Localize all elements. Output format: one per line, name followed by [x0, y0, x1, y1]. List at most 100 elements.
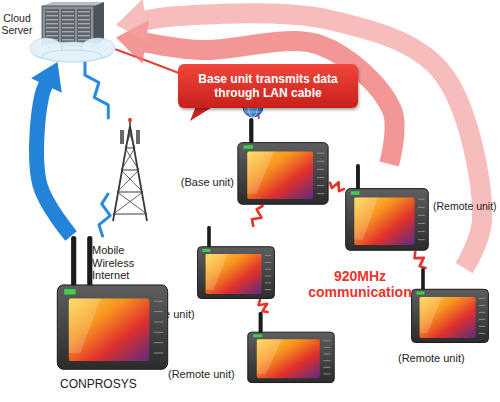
- radio-link: [414, 252, 425, 268]
- vent-slot: [154, 321, 163, 322]
- vent-slot: [317, 177, 325, 178]
- status-lamp: [202, 249, 210, 252]
- dev-drawing: [410, 268, 490, 344]
- tower-strut: [113, 214, 146, 215]
- vent-slot: [479, 319, 485, 320]
- tower-drawing: [108, 118, 152, 222]
- tower-beacon: [128, 118, 132, 122]
- arrow-head: [31, 62, 62, 93]
- vent-slot: [479, 326, 485, 327]
- status-lamp: [64, 289, 76, 294]
- front-panel: [206, 254, 262, 294]
- rack-slot: [78, 35, 90, 36]
- arrow-head: [116, 0, 149, 43]
- device-body: [412, 289, 489, 342]
- tower-strut: [117, 192, 143, 193]
- vent-slot: [418, 231, 425, 232]
- antenna: [356, 164, 360, 190]
- rack-slot: [62, 35, 74, 36]
- vent-slot: [323, 340, 330, 341]
- rack-slot: [62, 11, 74, 12]
- cell-tower: Mobile Wireless Internet: [108, 118, 152, 222]
- status-lamp: [351, 191, 360, 195]
- rack-slot: [62, 23, 74, 24]
- rack-slot: [78, 23, 90, 24]
- front-panel: [257, 339, 320, 378]
- vent-slot: [323, 360, 330, 361]
- tower-strut: [117, 170, 139, 192]
- vent-slot: [265, 282, 271, 283]
- vent-slot: [154, 342, 163, 343]
- tower-strut: [121, 170, 143, 192]
- dev-drawing: [246, 312, 336, 384]
- vent-slot: [154, 301, 163, 302]
- dev-drawing: [236, 118, 330, 206]
- vent-slot: [154, 352, 163, 353]
- vent-slot: [154, 332, 163, 333]
- radio-link: [252, 206, 263, 226]
- remote-unit: (Remote unit): [344, 164, 430, 252]
- status-lamp: [416, 292, 424, 295]
- cloud-server: Cloud Server: [28, 0, 116, 62]
- callout-text: Base unit transmits data through LAN cab…: [184, 72, 352, 101]
- antenna: [421, 268, 425, 291]
- rack-slot: [46, 35, 58, 36]
- rack-slot: [62, 15, 74, 16]
- wireless-link: [99, 194, 110, 236]
- connector-group: [414, 252, 425, 268]
- dev-drawing: [344, 164, 430, 252]
- callout-box: Base unit transmits data through LAN cab…: [178, 64, 358, 108]
- vent-slot: [317, 193, 325, 194]
- device-body: [238, 143, 328, 205]
- connector-group: [252, 206, 263, 226]
- vent-slot: [317, 161, 325, 162]
- vent-slot: [265, 262, 271, 263]
- connector-group: [259, 300, 268, 312]
- rack-slot: [46, 31, 58, 32]
- front-panel: [69, 299, 150, 362]
- rack-slot: [78, 19, 90, 20]
- vent-slot: [418, 223, 425, 224]
- antenna: [249, 118, 253, 144]
- front-panel: [354, 197, 414, 245]
- connector-group: [99, 194, 110, 236]
- server-rack: [61, 9, 75, 43]
- node-label: Cloud Server: [0, 12, 34, 36]
- vent-slot: [418, 239, 425, 240]
- rack-slot: [78, 15, 90, 16]
- panel-gloss: [69, 299, 101, 353]
- vent-slot: [317, 153, 325, 154]
- panel-gloss: [420, 297, 442, 333]
- rack-slot: [62, 31, 74, 32]
- remote-unit: (Remote unit): [196, 226, 276, 300]
- server-top: [42, 2, 104, 6]
- vent-slot: [418, 215, 425, 216]
- vent-slot: [418, 199, 425, 200]
- rack-slot: [46, 23, 58, 24]
- node-label: (Base unit): [170, 176, 234, 189]
- node-label: Mobile Wireless Internet: [92, 244, 140, 282]
- vent-slot: [323, 367, 330, 368]
- rack-slot: [78, 11, 90, 12]
- vent-slot: [265, 255, 271, 256]
- vent-slot: [265, 269, 271, 270]
- panel-gloss: [257, 339, 282, 374]
- tower-strut: [125, 148, 135, 149]
- dev2-drawing: [55, 236, 170, 372]
- tower-strut: [130, 126, 147, 221]
- vent-slot: [317, 169, 325, 170]
- antenna: [87, 236, 92, 288]
- rack-slot: [78, 31, 90, 32]
- callout-tail: [190, 106, 214, 121]
- tower-strut: [117, 192, 147, 214]
- rack-slot: [62, 19, 74, 20]
- node-label: CONPROSYS: [60, 378, 137, 392]
- panel-gloss: [247, 151, 273, 193]
- vent-slot: [323, 354, 330, 355]
- front-panel: [420, 297, 476, 338]
- rack-slot: [62, 27, 74, 28]
- vent-slot: [323, 373, 330, 374]
- conprosys-unit: CONPROSYS: [55, 236, 170, 372]
- band-label: 920MHz communication: [298, 268, 422, 300]
- vent-slot: [479, 298, 485, 299]
